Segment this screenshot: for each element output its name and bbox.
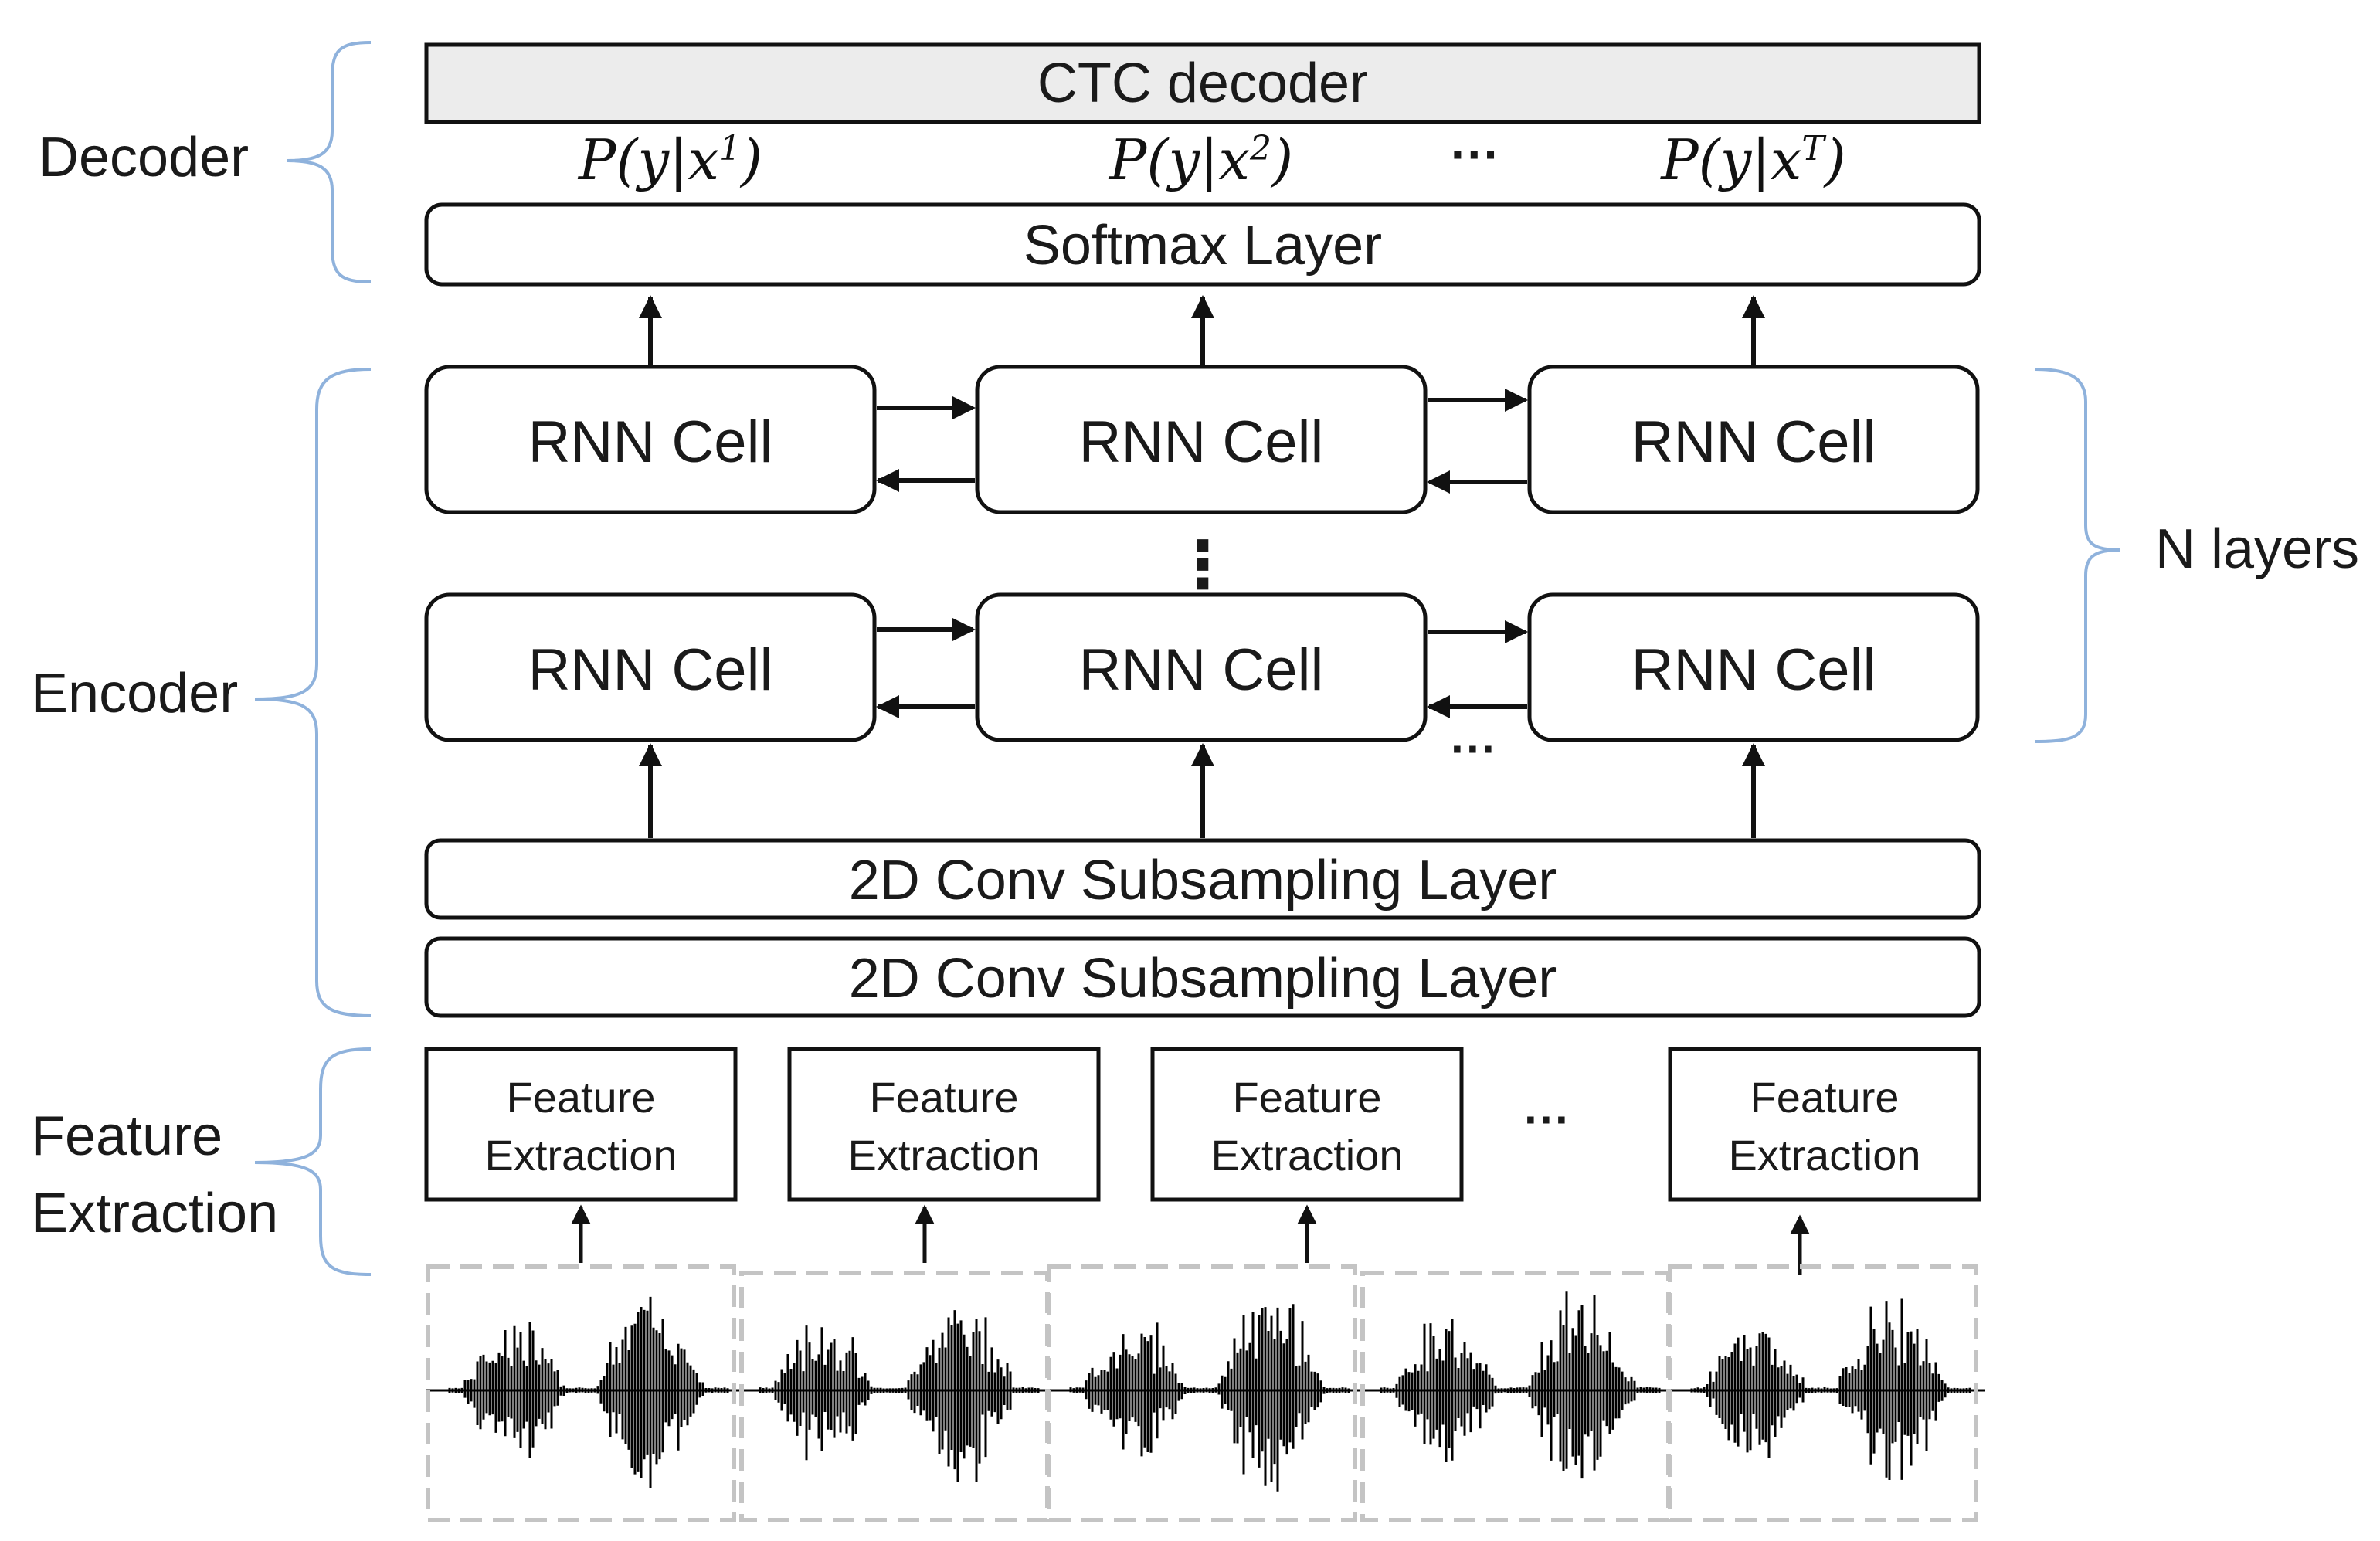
feature-boxes: Feature Extraction Feature Extraction Fe… [424, 1047, 1981, 1202]
feature-box-line1: Feature [870, 1073, 1019, 1122]
rnn-cell-bottom-3 [1527, 592, 1980, 742]
feature-box-line1: Feature [507, 1073, 656, 1122]
conv-layer-2-label: 2D Conv Subsampling Layer [849, 948, 1557, 1010]
feature-box-line2: Extraction [1211, 1131, 1404, 1180]
decoder-brace [287, 41, 372, 283]
rnn-cell-label: RNN Cell [528, 637, 773, 703]
rnn-bottom-links [876, 618, 1528, 718]
row-ellipsis: ··· [1451, 723, 1497, 775]
feature-brace [254, 1047, 372, 1276]
rnn-cell-label: RNN Cell [1079, 637, 1324, 703]
audio-waveform [426, 1264, 1985, 1522]
prob-label-T: P(y|xT) [1659, 127, 1846, 192]
feature-label-line1: Feature [31, 1105, 222, 1167]
feature-box-line2: Extraction [848, 1131, 1041, 1180]
rnn-top-links [876, 389, 1528, 494]
ctc-decoder-box [424, 42, 1981, 124]
waveform-window-frame [1668, 1264, 1978, 1522]
encoder-brace [254, 368, 372, 1017]
softmax-layer-label: Softmax Layer [1024, 215, 1382, 277]
conv-to-rnn-arrows [639, 743, 1765, 838]
waveform-window-frame [426, 1264, 736, 1522]
waveform-segment [1069, 1304, 1350, 1492]
waveform-segment [448, 1296, 729, 1488]
feature-box-line1: Feature [1750, 1073, 1900, 1122]
conv-layer-1-label: 2D Conv Subsampling Layer [849, 850, 1557, 911]
vertical-ellipsis: ⋮ [1170, 528, 1235, 601]
feature-box-line2: Extraction [485, 1131, 677, 1180]
softmax-arrows [639, 295, 1765, 367]
rnn-row-bottom: RNN Cell RNN Cell RNN Cell [424, 592, 1980, 742]
rnn-cell-bottom-2 [975, 592, 1428, 742]
rnn-cell-label: RNN Cell [1631, 409, 1876, 475]
rnn-cell-label: RNN Cell [1631, 637, 1876, 703]
feature-label-line2: Extraction [31, 1183, 278, 1244]
rnn-cell-top-2 [975, 365, 1428, 514]
prob-label-1: P(y|x1) [577, 127, 762, 192]
rnn-cell-label: RNN Cell [1079, 409, 1324, 475]
waveform-segment [1380, 1291, 1661, 1479]
waveform-segment [1690, 1298, 1971, 1480]
waveform-segment [759, 1310, 1040, 1482]
rnn-cell-bottom-1 [424, 592, 877, 742]
feature-box-line1: Feature [1233, 1073, 1382, 1122]
conv-layer-1-box [424, 838, 1981, 920]
feature-box-line2: Extraction [1729, 1131, 1921, 1180]
n-layers-label: N layers [2155, 518, 2359, 580]
feature-section: Feature Extraction Feature Extraction Fe… [31, 1047, 1981, 1276]
decoder-label: Decoder [39, 127, 249, 188]
conv-layer-2-box [424, 936, 1981, 1018]
prob-label-2: P(y|x2) [1108, 127, 1293, 192]
rnn-row-top: RNN Cell RNN Cell RNN Cell [424, 365, 1980, 514]
waveform-window-frame [1047, 1264, 1357, 1522]
feature-box-1 [424, 1047, 738, 1202]
decoder-section: Decoder CTC decoder P(y|x1) P(y|x2) ··· … [39, 41, 1981, 287]
encoder-label: Encoder [31, 663, 238, 725]
feature-ellipsis: ··· [1524, 1094, 1570, 1146]
feature-box-2 [787, 1047, 1101, 1202]
rnn-cell-top-3 [1527, 365, 1980, 514]
rnn-cell-top-1 [424, 365, 877, 514]
encoder-section: Encoder RNN Cell RNN Cell RNN Cell ⋮ RNN… [31, 365, 2359, 1018]
feature-box-3 [1150, 1047, 1464, 1202]
prob-ellipsis: ··· [1451, 127, 1500, 182]
ctc-decoder-label: CTC decoder [1037, 53, 1368, 114]
waveform-to-feature-arrows [571, 1204, 1810, 1275]
feature-box-4 [1668, 1047, 1981, 1202]
softmax-layer-box [424, 202, 1981, 287]
rnn-cell-label: RNN Cell [528, 409, 773, 475]
n-layers-brace [2035, 368, 2121, 743]
